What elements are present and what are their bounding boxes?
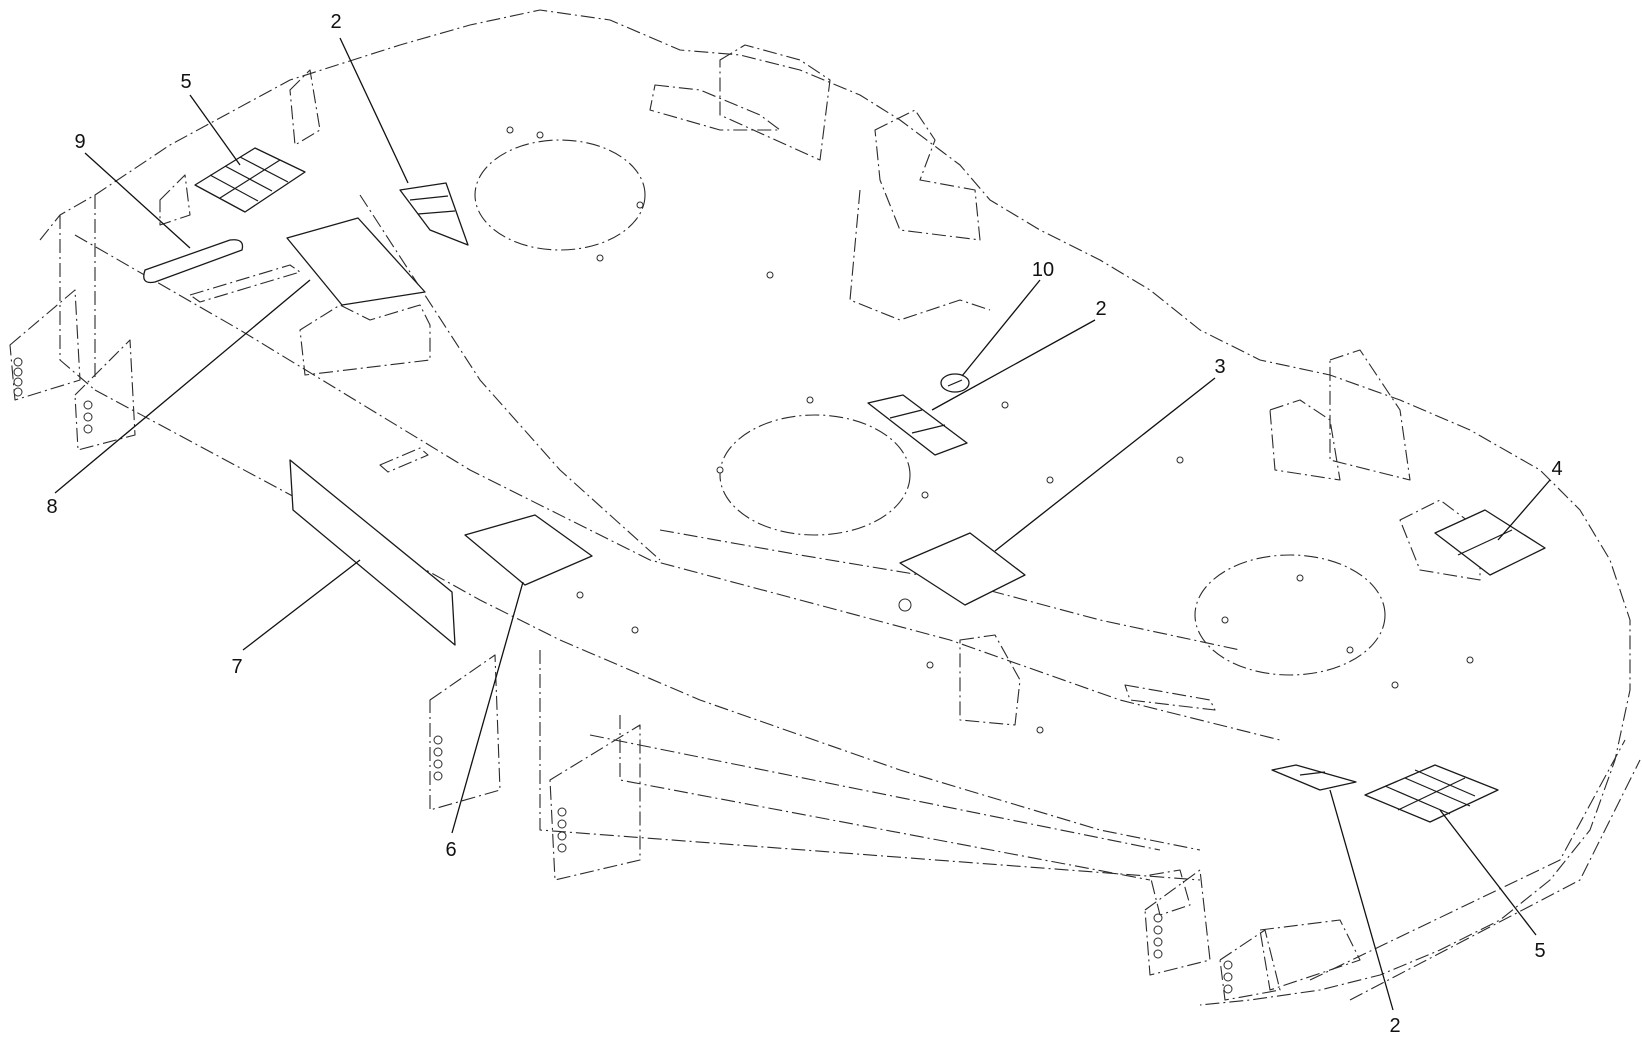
- callout-4: 4: [1551, 458, 1562, 480]
- callout-5-right: 5: [1534, 940, 1545, 962]
- decals: [143, 147, 1546, 823]
- callout-2-top: 2: [330, 11, 341, 33]
- callout-7: 7: [231, 656, 242, 678]
- callout-2-bottom: 2: [1389, 1015, 1400, 1037]
- decal-9: [143, 239, 244, 284]
- decal-3: [899, 532, 1026, 606]
- callout-labels: 2 5 9 8 7 6 10 2 3 4 5 2: [46, 11, 1562, 1037]
- leader-lines: [54, 37, 1551, 1011]
- callout-2-center: 2: [1095, 298, 1106, 320]
- bracket-holes: [13, 126, 1474, 994]
- spindle-openings: [474, 139, 1386, 676]
- decal-2-center: [867, 394, 968, 456]
- decal-2-right: [1271, 764, 1357, 791]
- decal-5-left: [194, 147, 306, 213]
- decal-4: [1434, 509, 1546, 576]
- callout-5-left: 5: [180, 71, 191, 93]
- deck-outline: [39, 9, 1641, 1006]
- decal-7: [289, 459, 456, 646]
- decal-8: [286, 217, 426, 306]
- callout-6: 6: [445, 839, 456, 861]
- deck-brackets: [9, 44, 1481, 1001]
- decal-6: [464, 514, 593, 586]
- callout-10: 10: [1032, 259, 1054, 281]
- callout-3: 3: [1214, 356, 1225, 378]
- decal-5-right: [1364, 764, 1499, 823]
- decal-2-top: [399, 182, 469, 246]
- decal-10: [940, 373, 970, 393]
- callout-8: 8: [46, 496, 57, 518]
- callout-9: 9: [74, 131, 85, 153]
- deck-slots: [189, 264, 1216, 711]
